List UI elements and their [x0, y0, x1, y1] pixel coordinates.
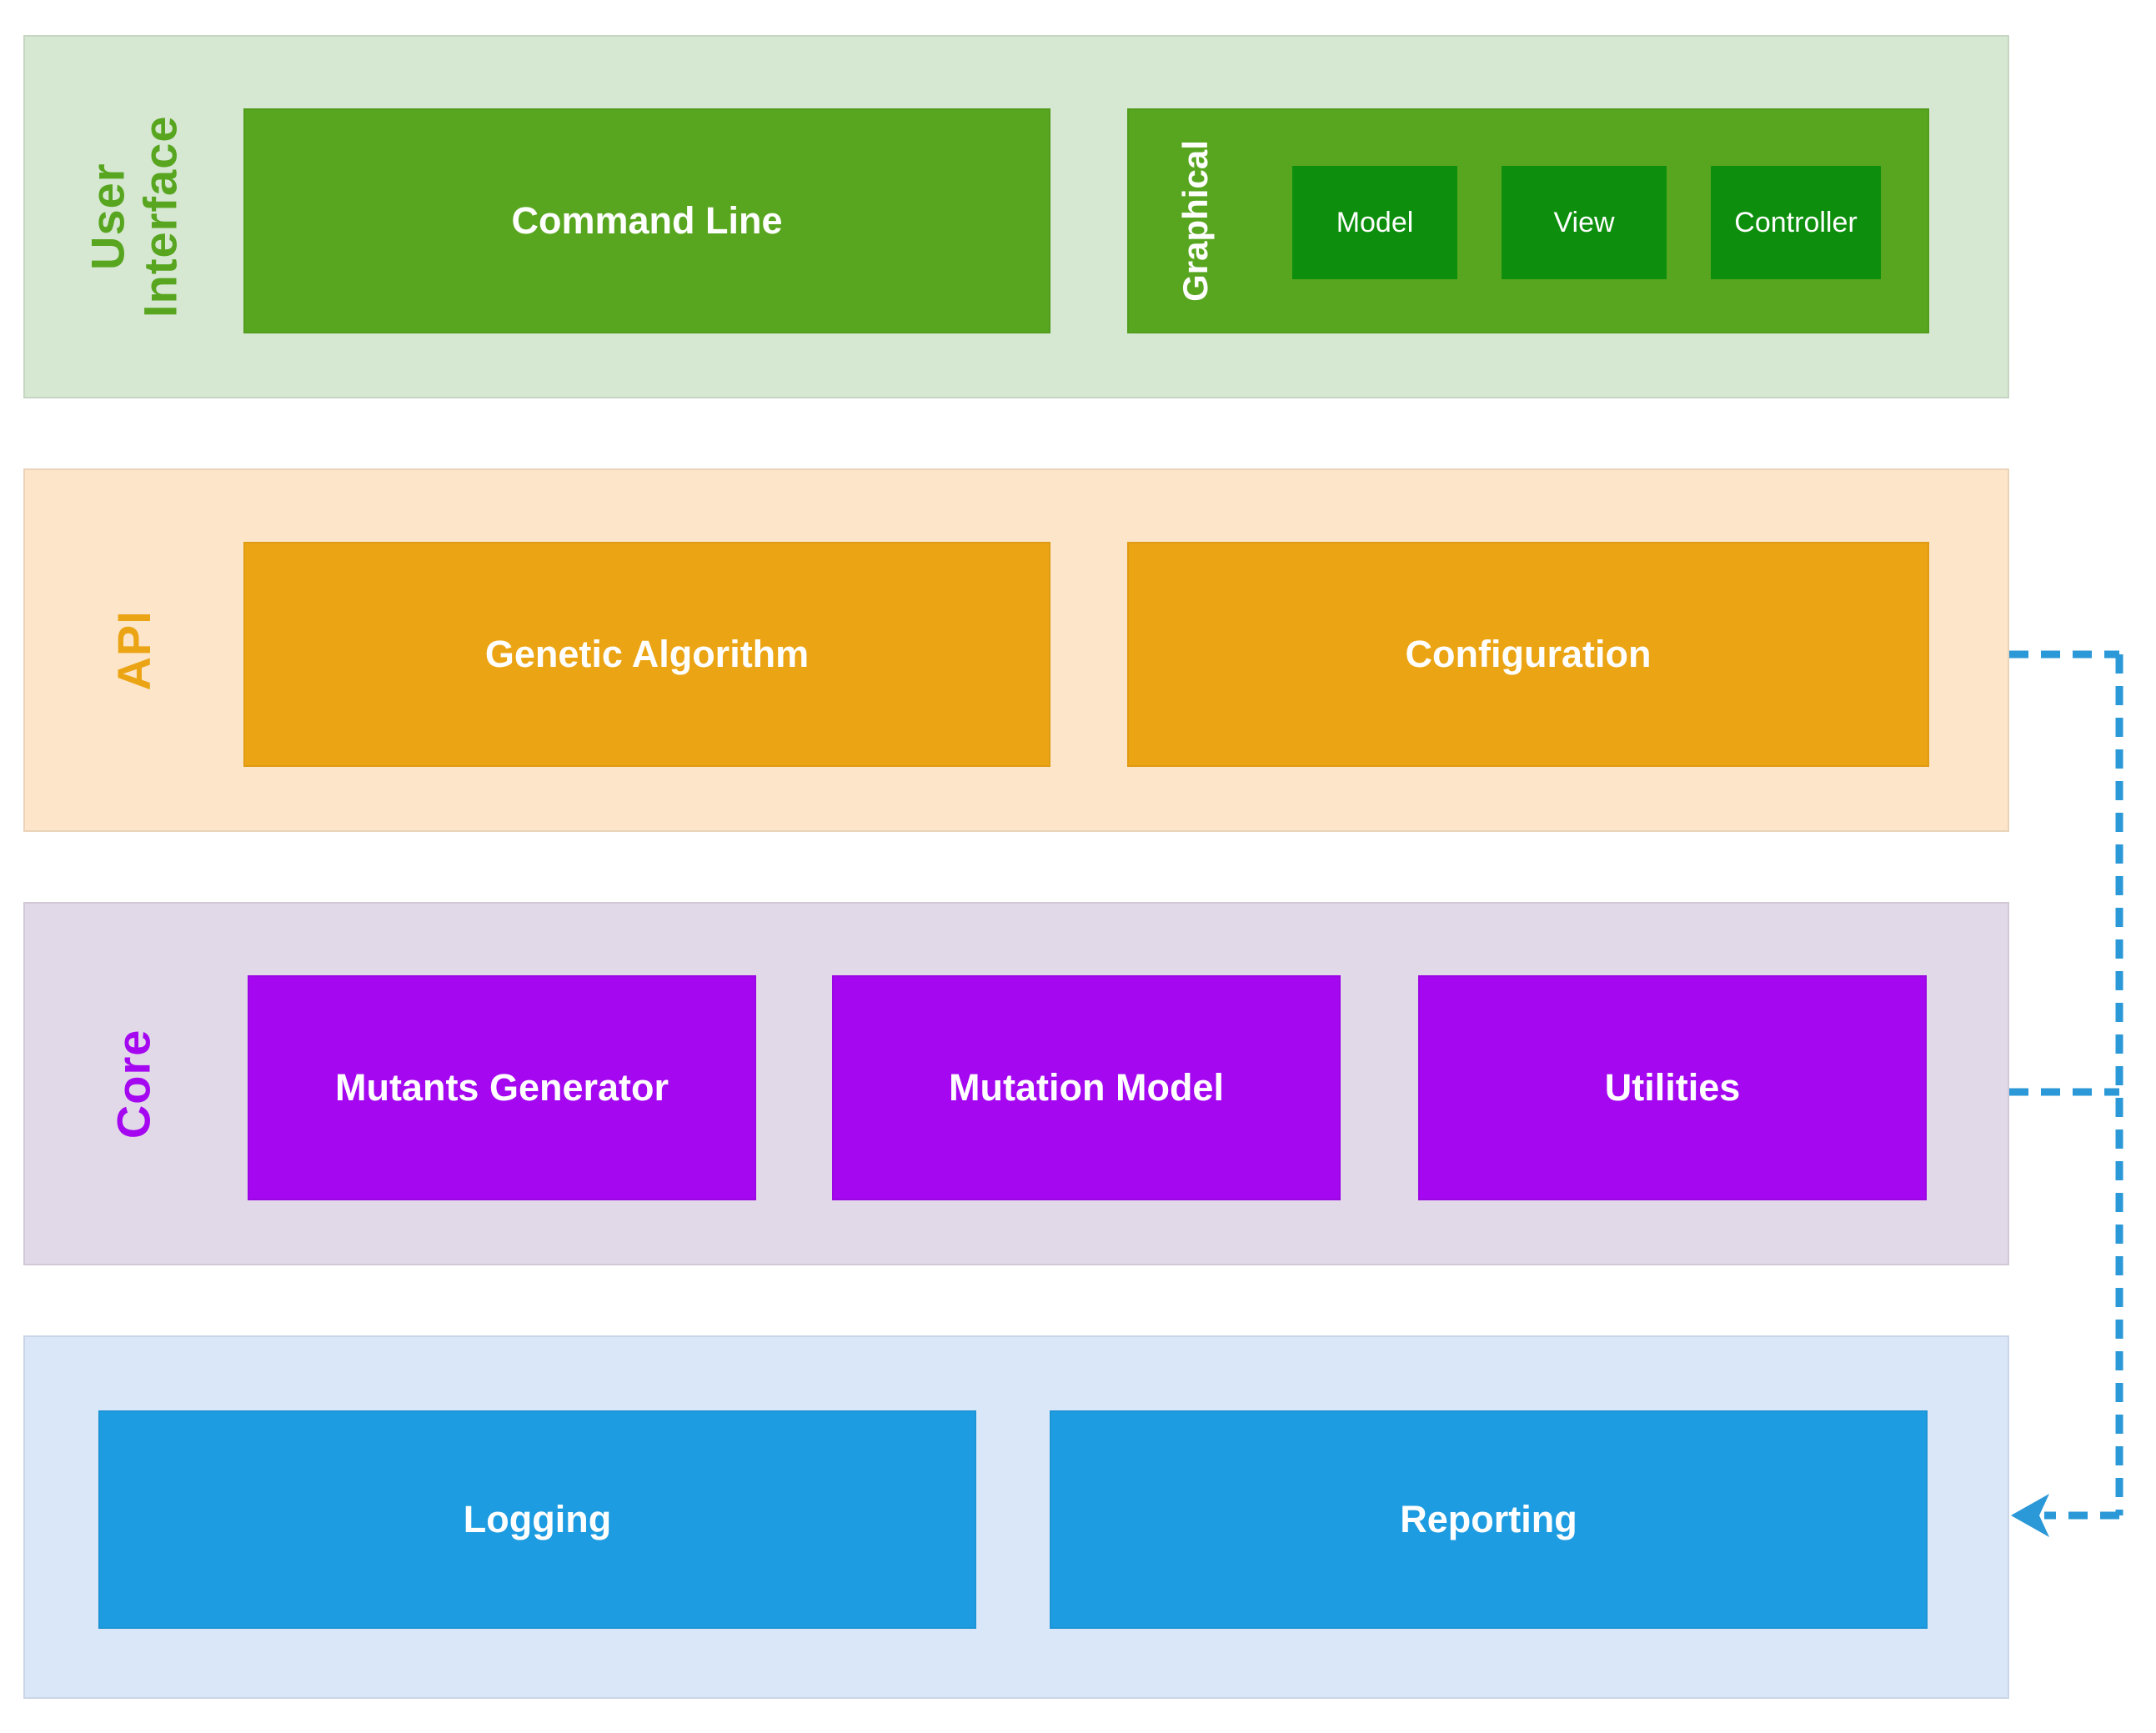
component-graphical-label: Graphical [1176, 140, 1215, 302]
component-mutation-model-label: Mutation Model [949, 1066, 1224, 1109]
component-command-line: Command Line [243, 108, 1050, 333]
component-mutants-generator: Mutants Generator [248, 975, 756, 1200]
component-model-label: Model [1336, 206, 1414, 238]
layer-core: Core Mutants Generator Mutation Model Ut… [23, 902, 2009, 1265]
component-utilities: Utilities [1418, 975, 1927, 1200]
arrowhead-left-icon [2011, 1494, 2049, 1537]
layer-label-gutter: User Interface [25, 37, 243, 397]
component-view: View [1502, 166, 1667, 279]
component-utilities-label: Utilities [1604, 1066, 1741, 1109]
layer-infrastructure: Logging Reporting [23, 1335, 2009, 1699]
layer-label-core: Core [107, 1029, 160, 1139]
component-logging: Logging [98, 1410, 976, 1629]
component-genetic-algorithm: Genetic Algorithm [243, 542, 1050, 767]
layer-user-interface: User Interface Command Line Graphical Mo… [23, 35, 2009, 398]
component-mutants-generator-label: Mutants Generator [334, 1066, 669, 1109]
layer-label-gutter: Core [25, 904, 243, 1264]
component-configuration: Configuration [1127, 542, 1929, 767]
component-view-label: View [1553, 206, 1615, 238]
component-controller-label: Controller [1734, 206, 1858, 238]
layer-label-user-interface: User Interface [81, 115, 186, 318]
layer-api: API Genetic Algorithm Configuration [23, 468, 2009, 832]
layer-label-api: API [107, 609, 160, 691]
component-logging-label: Logging [463, 1498, 612, 1540]
layer-label-gutter: API [25, 470, 243, 830]
component-reporting: Reporting [1050, 1410, 1928, 1629]
component-graphical: Graphical Model View Controller [1127, 108, 1929, 333]
component-command-line-label: Command Line [511, 199, 783, 242]
component-model: Model [1292, 166, 1457, 279]
component-controller: Controller [1711, 166, 1881, 279]
component-mutation-model: Mutation Model [832, 975, 1341, 1200]
component-reporting-label: Reporting [1400, 1498, 1577, 1540]
component-genetic-algorithm-label: Genetic Algorithm [484, 633, 810, 675]
component-configuration-label: Configuration [1405, 633, 1652, 675]
graphical-label-gutter: Graphical [1129, 110, 1262, 332]
